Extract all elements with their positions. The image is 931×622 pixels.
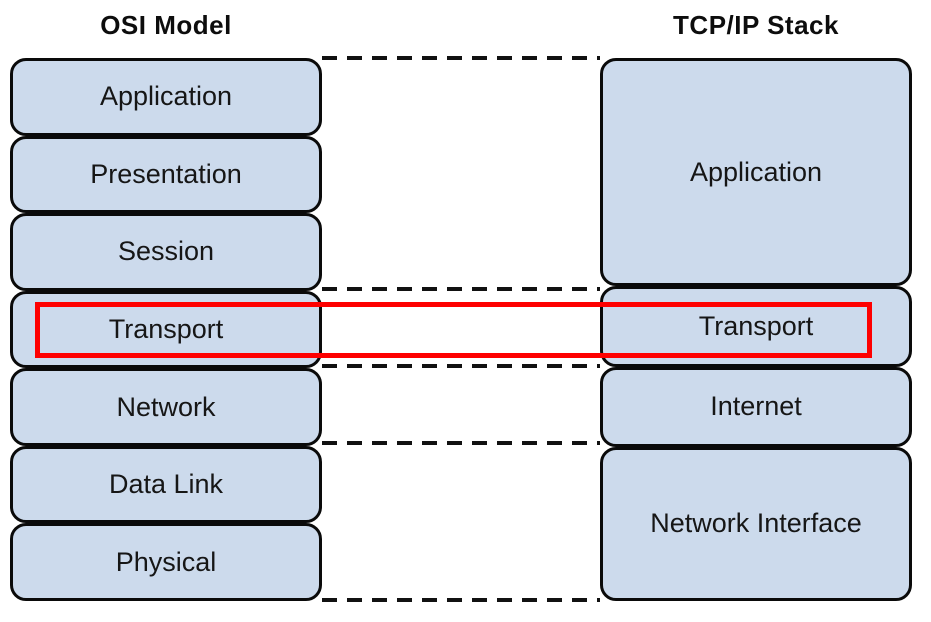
- dashed-connector-line-top: [322, 56, 600, 60]
- layer-label: Network Interface: [650, 508, 862, 539]
- layer-label: Network: [116, 391, 216, 422]
- osi-layer-data-link: Data Link: [10, 445, 322, 524]
- layer-label: Presentation: [90, 158, 242, 189]
- tcpip-layer-transport: Transport: [600, 286, 912, 367]
- tcpip-layer-stack: Application Transport Internet Network I…: [600, 58, 912, 601]
- osi-layer-application: Application: [10, 58, 322, 136]
- dashed-connector-line-session-transport: [322, 287, 600, 291]
- layer-label: Data Link: [108, 469, 224, 500]
- layer-label: Physical: [115, 546, 217, 577]
- layer-label: Internet: [710, 391, 802, 422]
- dashed-connector-line-transport-network: [322, 364, 600, 368]
- tcpip-layer-internet: Internet: [600, 366, 912, 447]
- layer-label: Application: [689, 156, 823, 187]
- dashed-connector-line-network-datalink: [322, 441, 600, 445]
- tcpip-layer-application: Application: [600, 58, 912, 287]
- dashed-connector-line-bottom: [322, 598, 600, 602]
- tcpip-column-title: TCP/IP Stack: [673, 10, 839, 40]
- layer-label: Application: [99, 81, 233, 112]
- osi-layer-physical: Physical: [10, 523, 322, 602]
- osi-layer-presentation: Presentation: [10, 135, 322, 214]
- osi-layer-session: Session: [10, 213, 322, 291]
- layer-label: Transport: [698, 310, 814, 341]
- osi-layer-network: Network: [10, 368, 322, 446]
- osi-layer-transport: Transport: [10, 290, 322, 369]
- osi-column-title: OSI Model: [100, 10, 232, 40]
- layer-label: Transport: [108, 314, 224, 345]
- osi-layer-stack: Application Presentation Session Transpo…: [10, 58, 322, 602]
- layer-label: Session: [117, 236, 215, 267]
- tcpip-layer-network-interface: Network Interface: [600, 446, 912, 601]
